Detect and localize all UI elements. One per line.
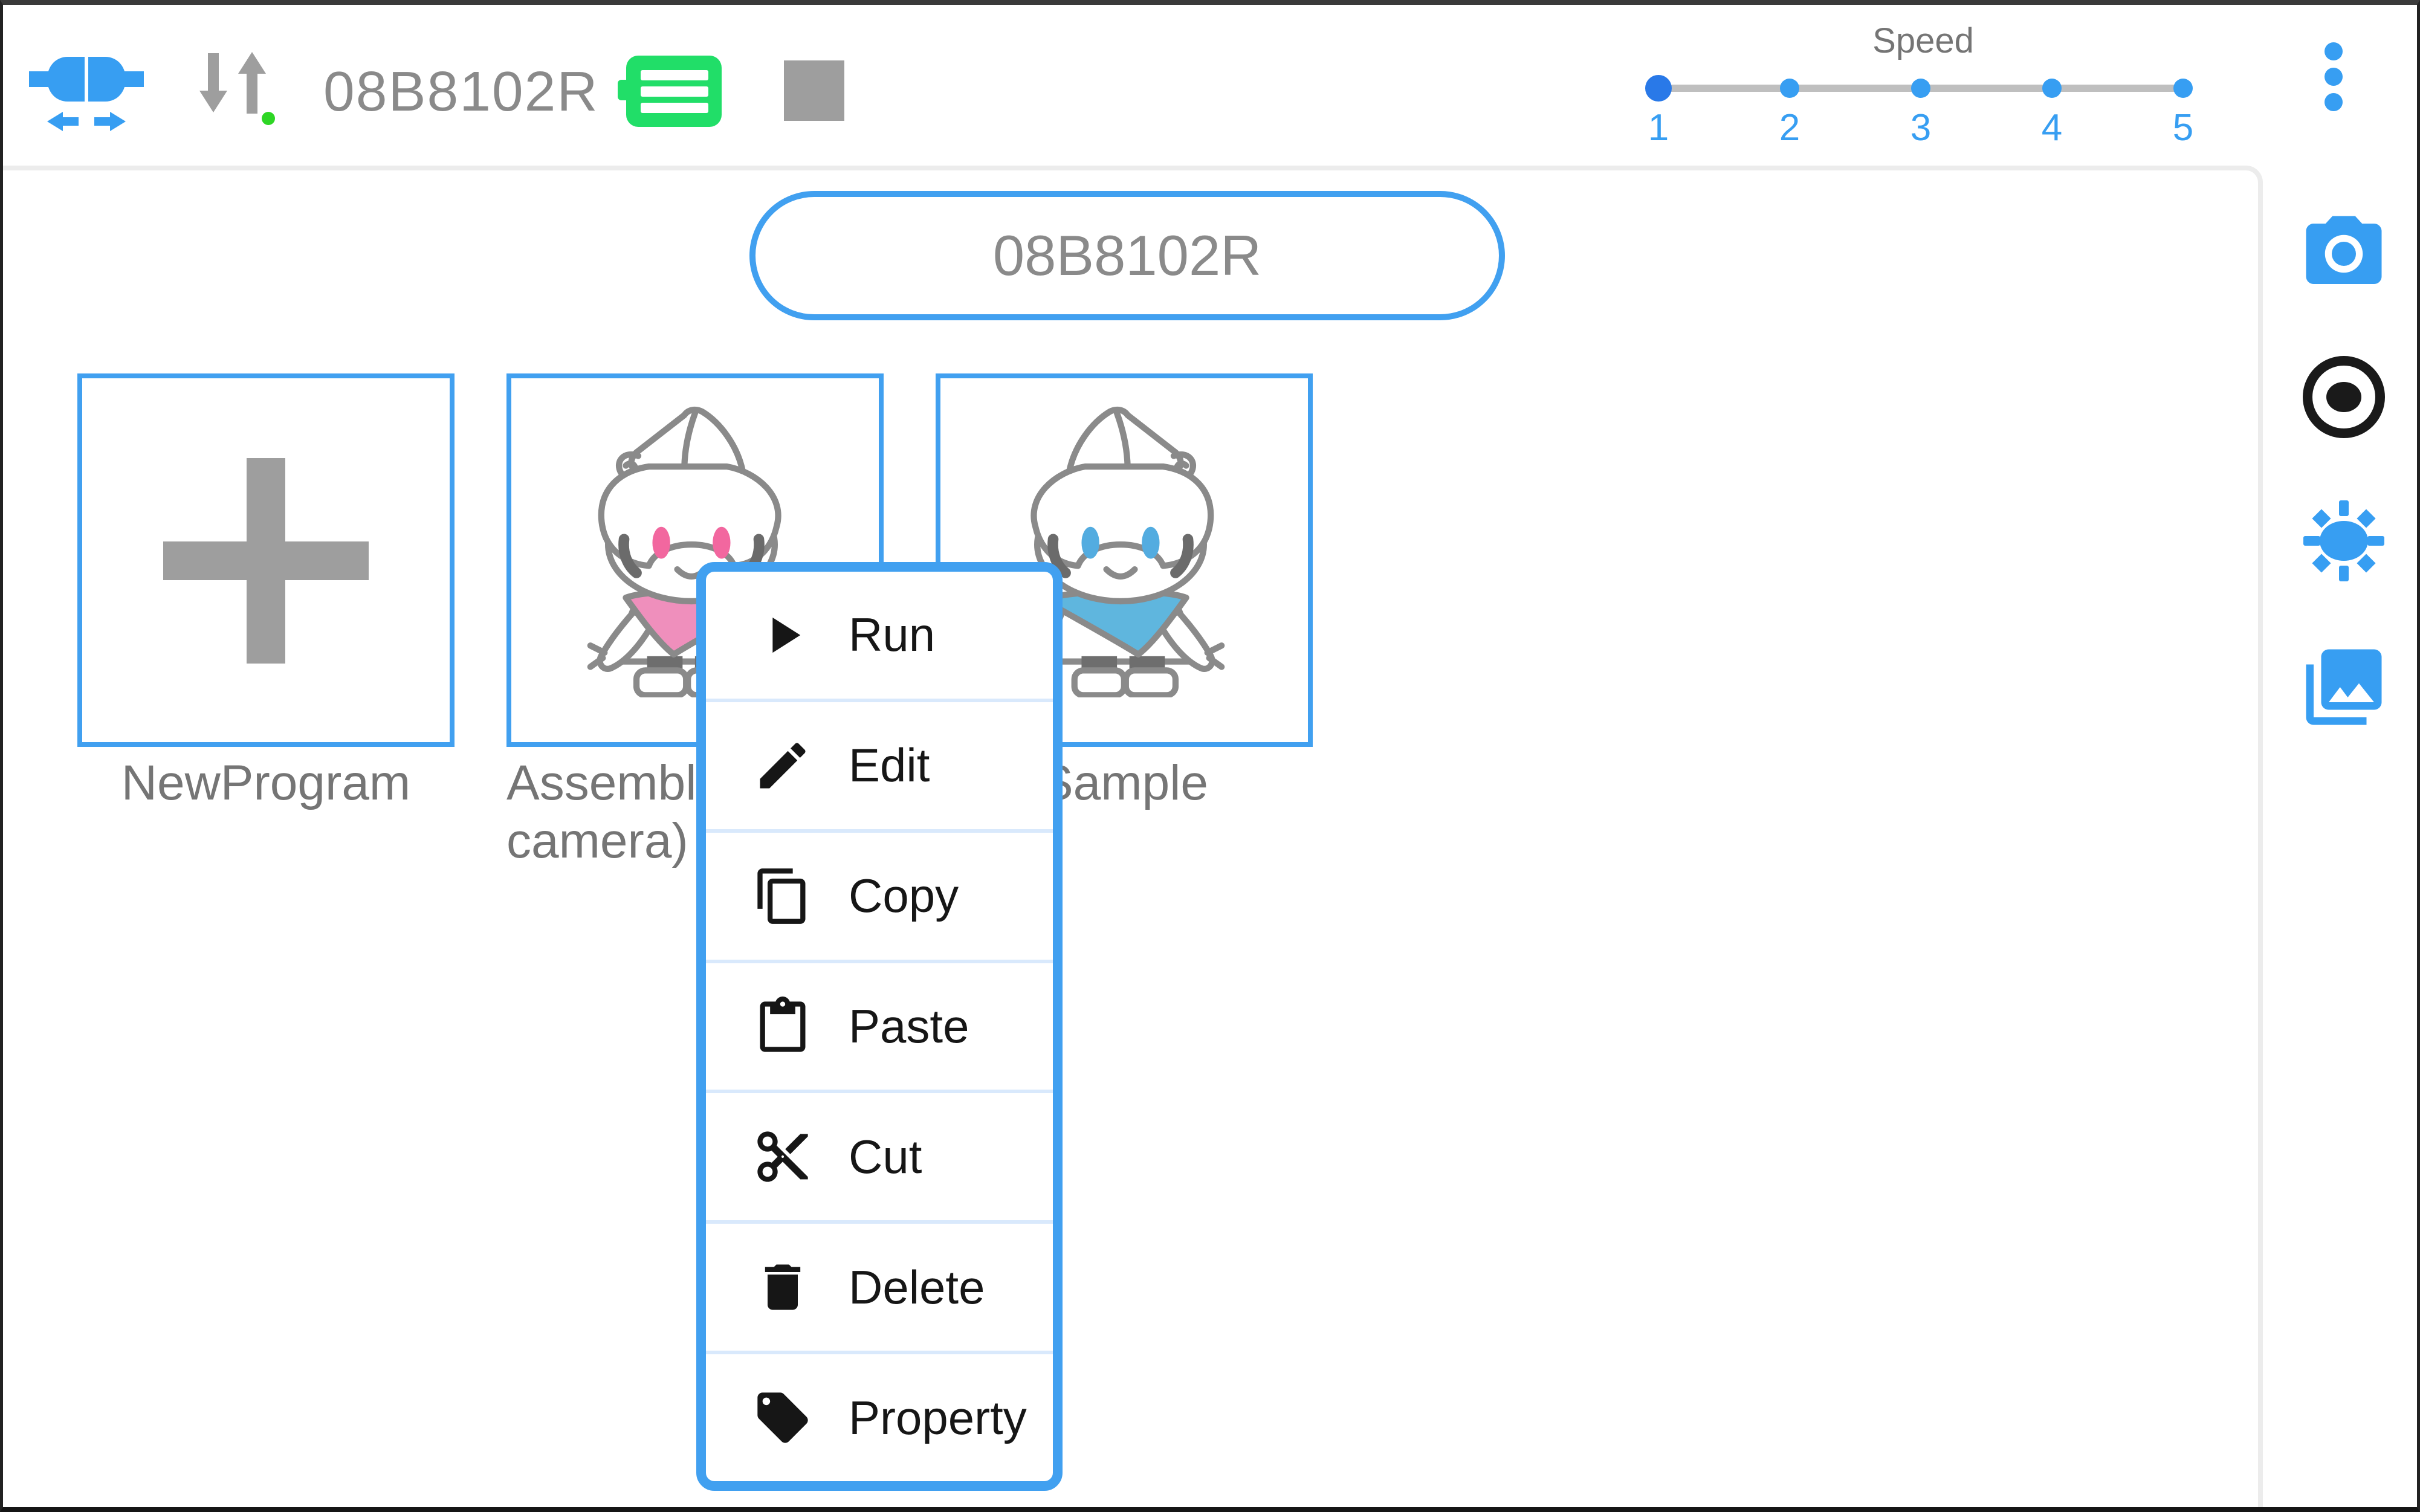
clipboard-icon <box>749 993 816 1060</box>
speed-dot-4[interactable] <box>2042 79 2062 98</box>
menu-item-delete[interactable]: Delete <box>706 1220 1053 1351</box>
speed-dot-1[interactable] <box>1645 75 1672 102</box>
copy-icon <box>749 863 816 929</box>
speed-value-3[interactable]: 3 <box>1910 107 1932 149</box>
menu-item-run[interactable]: Run <box>706 572 1053 699</box>
tile-new-program[interactable] <box>77 373 455 747</box>
trash-icon <box>749 1254 816 1320</box>
stop-icon[interactable] <box>784 60 844 121</box>
speed-label: Speed <box>1872 21 1974 60</box>
toolbar-device-id: 08B8102R <box>323 60 599 123</box>
tag-icon <box>749 1384 816 1451</box>
online-status-dot <box>262 112 275 125</box>
speed-value-1[interactable]: 1 <box>1648 107 1669 149</box>
speed-dot-5[interactable] <box>2173 79 2193 98</box>
record-icon[interactable] <box>2299 352 2389 442</box>
menu-item-cut[interactable]: Cut <box>706 1090 1053 1220</box>
battery-icon <box>618 54 723 128</box>
speed-dot-2[interactable] <box>1780 79 1799 98</box>
speed-value-2[interactable]: 2 <box>1779 107 1800 149</box>
plus-icon <box>247 458 285 664</box>
speed-value-4[interactable]: 4 <box>2041 107 2063 149</box>
menu-item-property[interactable]: Property <box>706 1351 1053 1481</box>
menu-item-paste[interactable]: Paste <box>706 959 1053 1090</box>
pencil-icon <box>749 732 816 799</box>
program-name-field[interactable]: 08B8102R <box>749 191 1505 320</box>
tile-label: NewProgram <box>121 755 411 810</box>
menu-item-edit[interactable]: Edit <box>706 698 1053 829</box>
context-menu: Run Edit Copy Paste Cut Delete <box>696 562 1063 1491</box>
content-panel <box>0 166 2263 1512</box>
tile-label: Sample <box>1040 755 1209 810</box>
scissors-icon <box>749 1123 816 1190</box>
photo-library-icon[interactable] <box>2299 642 2389 732</box>
speed-value-5[interactable]: 5 <box>2172 107 2194 149</box>
camera-icon[interactable] <box>2299 208 2389 299</box>
sync-arrows-icon[interactable] <box>195 51 276 132</box>
speed-dot-3[interactable] <box>1911 79 1930 98</box>
kebab-menu-icon[interactable] <box>2312 42 2355 122</box>
menu-item-copy[interactable]: Copy <box>706 829 1053 960</box>
connection-icon[interactable] <box>29 53 144 132</box>
play-icon <box>749 602 816 668</box>
brightness-icon[interactable] <box>2299 496 2389 586</box>
